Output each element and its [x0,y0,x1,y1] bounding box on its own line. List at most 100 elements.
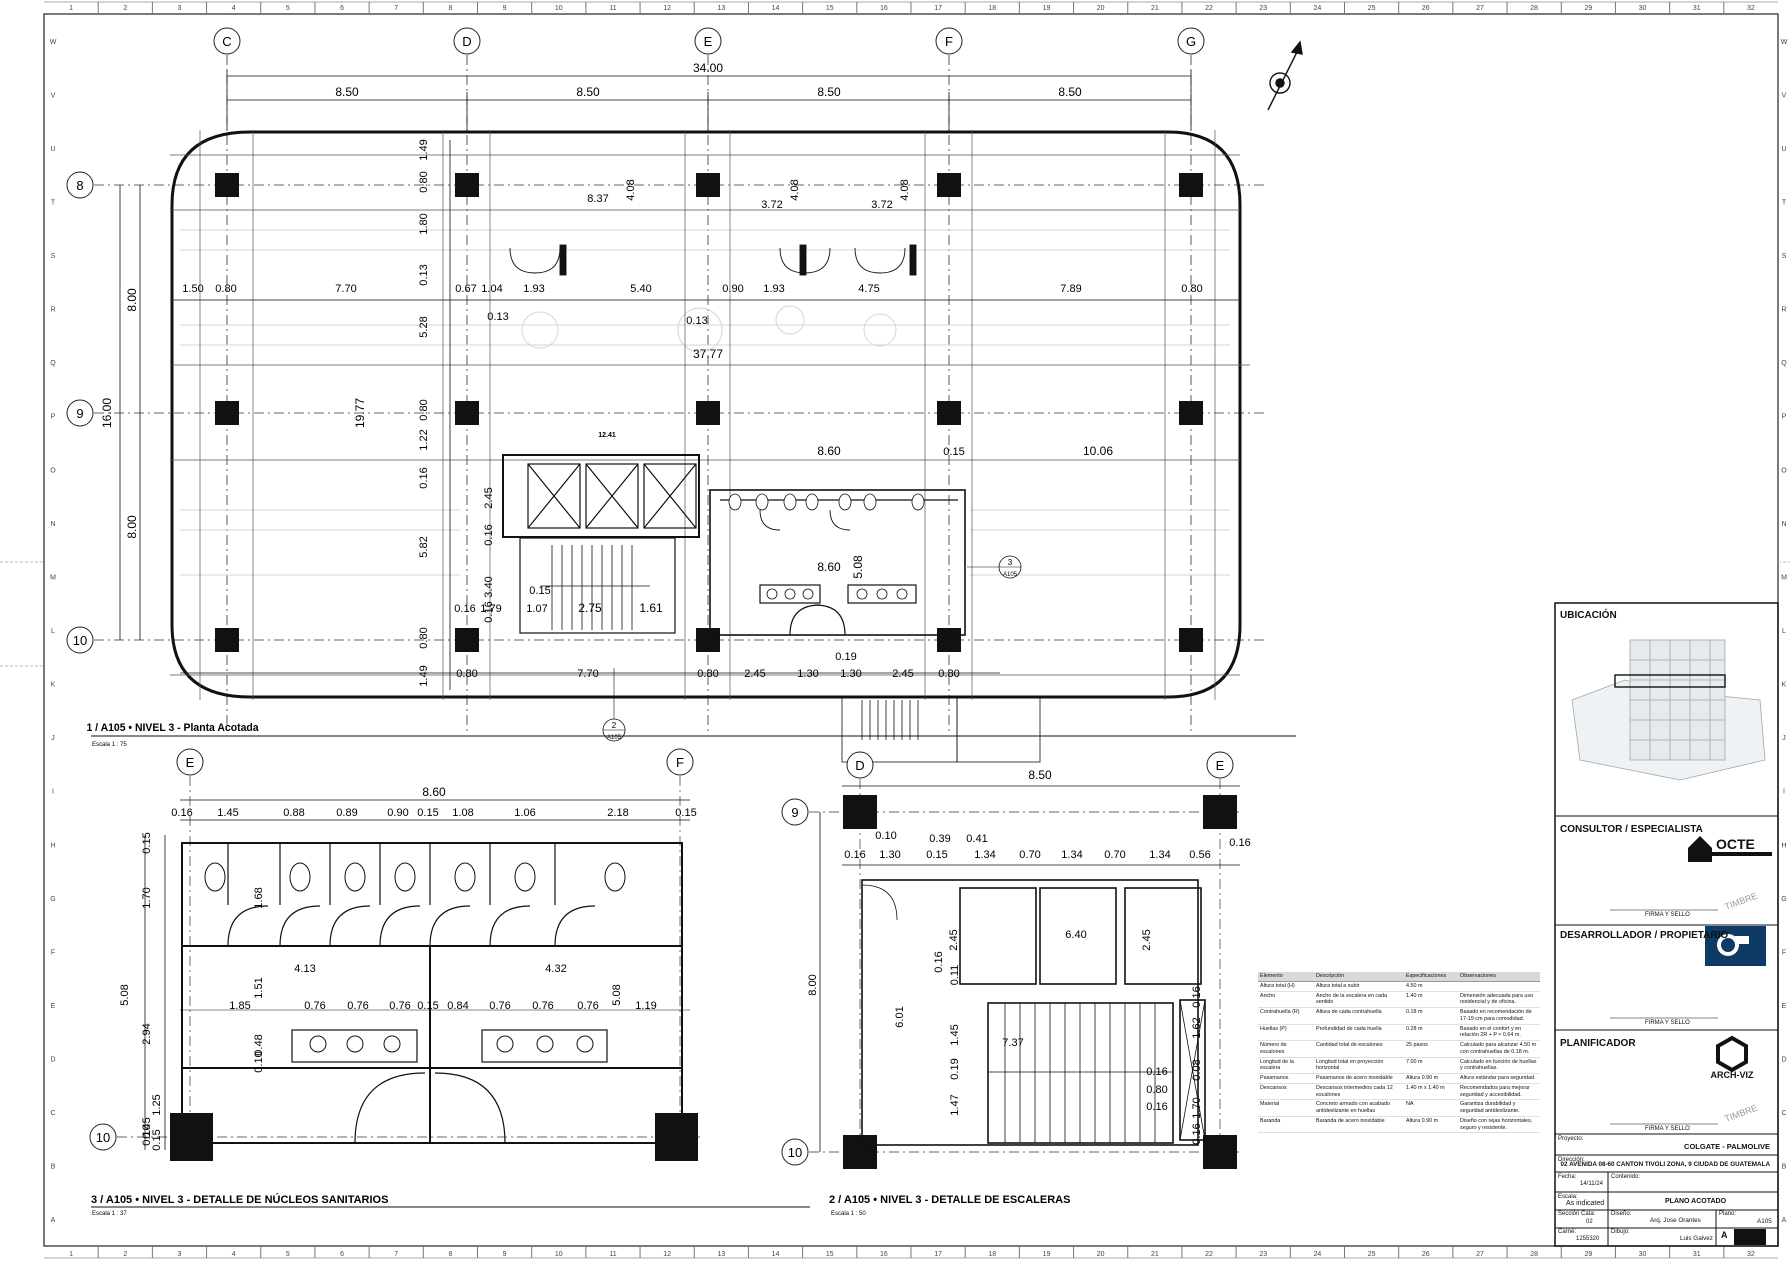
border-column-label: 9 [503,5,507,12]
border-row-label: W [1781,39,1788,46]
dimension-text: 0.16 [1191,1123,1203,1144]
border-row-label: H [50,842,55,849]
border-row-label: U [1781,146,1786,153]
border-row-label: R [1781,307,1786,314]
fecha-label: Fecha: [1558,1174,1577,1180]
plan1-level-mark: 12.41 [598,432,616,439]
plan1-dim: 0.16 [454,603,475,615]
spec-cell: NA [1404,1099,1458,1117]
border-column-label: 25 [1368,1251,1376,1258]
fecha-value: 14/11/24 [1580,1181,1603,1187]
plan1-dim: 8.37 [587,193,608,205]
spec-cell: Huellas (P) [1258,1024,1314,1041]
border-row-label: D [50,1057,55,1064]
dimension-text: 1.08 [452,807,473,819]
border-column-label: 26 [1422,1251,1430,1258]
spec-table-row: Contrahuella (R)Altura de cada contrahue… [1258,1007,1540,1025]
spec-cell: Diseño con rejas horizontales, seguro y … [1458,1116,1540,1134]
border-row-label: A [51,1217,56,1224]
detail3-left-dimension-string: 0.151.705.082.940.100.451.250.15 [119,832,163,1150]
border-row-label: P [51,414,56,421]
border-column-label: 1 [69,5,73,12]
spec-cell: Ancho [1258,991,1314,1008]
dimension-text: 1.34 [974,849,995,861]
border-column-label: 30 [1639,1251,1647,1258]
dimension-text: 0.16 [483,524,495,545]
dimension-text: 1.25 [151,1094,163,1115]
seccion-value: 02 [1586,1219,1593,1225]
dimension-text: 0.76 [489,1000,510,1012]
dimension-text: 0.15 [675,807,696,819]
dimension-text: 0.10 [875,830,896,842]
dimension-text: 0.90 [722,283,743,295]
border-column-label: 18 [988,5,996,12]
border-row-label: E [51,1003,56,1010]
dimension-text: 0.56 [1189,849,1210,861]
border-column-label: 16 [880,1251,888,1258]
border-row-label: N [1781,521,1786,528]
border-column-label: 27 [1476,1251,1484,1258]
grid-bubble-f: F [945,34,953,49]
border-row-label: V [51,92,56,99]
direccion-value: 02 AVENIDA 08-60 CANTON TIVOLI ZONA, 9 C… [1560,1161,1770,1168]
spec-header: Especificaciones [1404,972,1458,982]
border-row-label: N [50,521,55,528]
stair-spec-table: Elemento Descripción Especificaciones Ob… [1258,972,1540,1134]
plan1-scale: Escala 1 : 75 [92,742,127,748]
border-column-label: 32 [1747,5,1755,12]
spec-cell: Profundidad de cada huella [1314,1024,1404,1041]
border-column-label: 2 [123,5,127,12]
contenido-value: PLANO ACOTADO [1665,1198,1727,1205]
border-row-label: H [1781,842,1786,849]
dimension-text: 1.49 [418,139,430,160]
plan1-dim: 8.60 [817,560,841,574]
spec-cell: Baranda [1258,1116,1314,1134]
firma-label: FIRMA Y SELLO [1645,912,1690,918]
section-callout-2[interactable]: 2 A105 [602,668,626,742]
border-column-label: 3 [178,1251,182,1258]
grid-bubble-g: G [1186,34,1196,49]
plan1-dim: 1.79 [480,603,501,615]
direccion-label: Dirección: [1558,1157,1585,1163]
consultor-label: CONSULTOR / ESPECIALISTA [1560,824,1703,835]
border-column-label: 14 [772,1251,780,1258]
desarrollador-label: DESARROLLADOR / PROPIETARIO [1560,930,1729,941]
border-column-label: 11 [609,1251,616,1258]
dimension-text: 0.80 [938,668,959,680]
border-column-label: 27 [1476,5,1484,12]
svg-text:3: 3 [1008,558,1013,567]
spec-cell: Altura 0.90 m [1404,1073,1458,1084]
border-row-label: L [51,628,55,635]
plan1-dim: 0.15 [529,585,550,597]
dimension-text: 1.45 [217,807,238,819]
dimension-text: 1.80 [418,213,430,234]
dimension-text: 0.84 [447,1000,468,1012]
dimension-text: 1.34 [1061,849,1082,861]
grid-bubble-9: 9 [76,406,83,421]
dimension-text: 0.76 [304,1000,325,1012]
dimension-text: 2.45 [892,668,913,680]
dibujo-value: Luis Galvez [1680,1235,1713,1242]
contenido-label: Contenido: [1611,1174,1641,1180]
section-callout-3[interactable]: 3 A105 [967,555,1022,579]
dimension-text: 1.45 [949,1024,961,1045]
seccion-label: Sección Cata: [1558,1211,1596,1217]
dimension-text: 6.40 [1065,929,1086,941]
svg-text:A105: A105 [1003,572,1018,578]
spec-cell: Número de escalones [1258,1040,1314,1058]
dimension-text: 0.15 [926,849,947,861]
border-row-label: F [1782,949,1786,956]
border-row-label: L [1782,628,1786,635]
grid-bubble-9: 9 [791,805,798,820]
grid-bubble-10: 10 [96,1130,110,1145]
dimension-text: 5.08 [611,984,623,1005]
border-column-label: 10 [555,1251,563,1258]
